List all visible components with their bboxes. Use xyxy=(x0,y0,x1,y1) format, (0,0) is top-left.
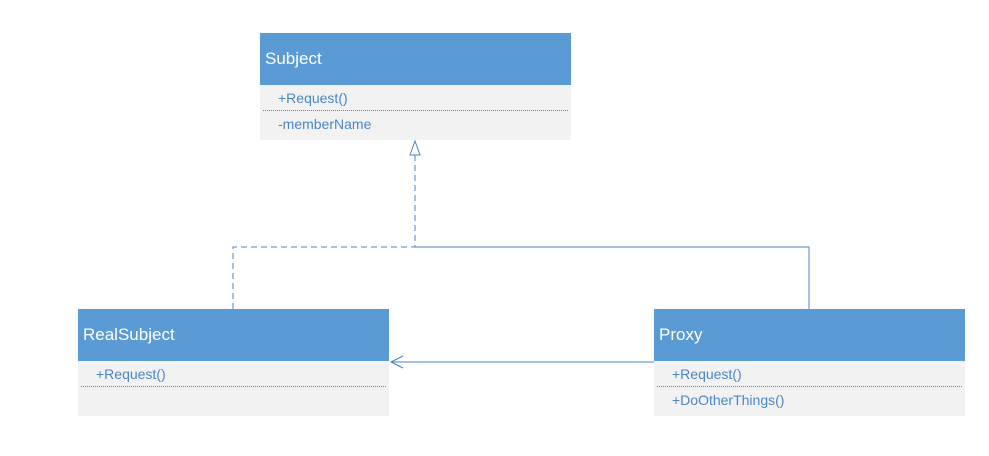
directed-association-connector xyxy=(389,355,654,369)
class-real-subject-operation: +Request() xyxy=(78,361,389,387)
class-subject-attribute: -memberName xyxy=(278,116,372,132)
class-proxy-operation-request: +Request() xyxy=(654,361,965,387)
class-proxy-operation-do-other-things: +DoOtherThings() xyxy=(672,392,785,408)
realization-connector xyxy=(232,139,421,309)
class-real-subject[interactable]: RealSubject +Request() xyxy=(78,309,389,416)
realization-arrowhead xyxy=(409,139,421,156)
association-connector xyxy=(415,246,810,309)
class-proxy[interactable]: Proxy +Request() +DoOtherThings() xyxy=(654,309,965,416)
class-subject-name: Subject xyxy=(260,33,571,85)
open-arrowhead xyxy=(389,355,404,369)
class-subject[interactable]: Subject +Request() -memberName xyxy=(260,33,571,140)
class-real-subject-name: RealSubject xyxy=(78,309,389,361)
class-subject-operation: +Request() xyxy=(260,85,571,111)
class-proxy-name: Proxy xyxy=(654,309,965,361)
